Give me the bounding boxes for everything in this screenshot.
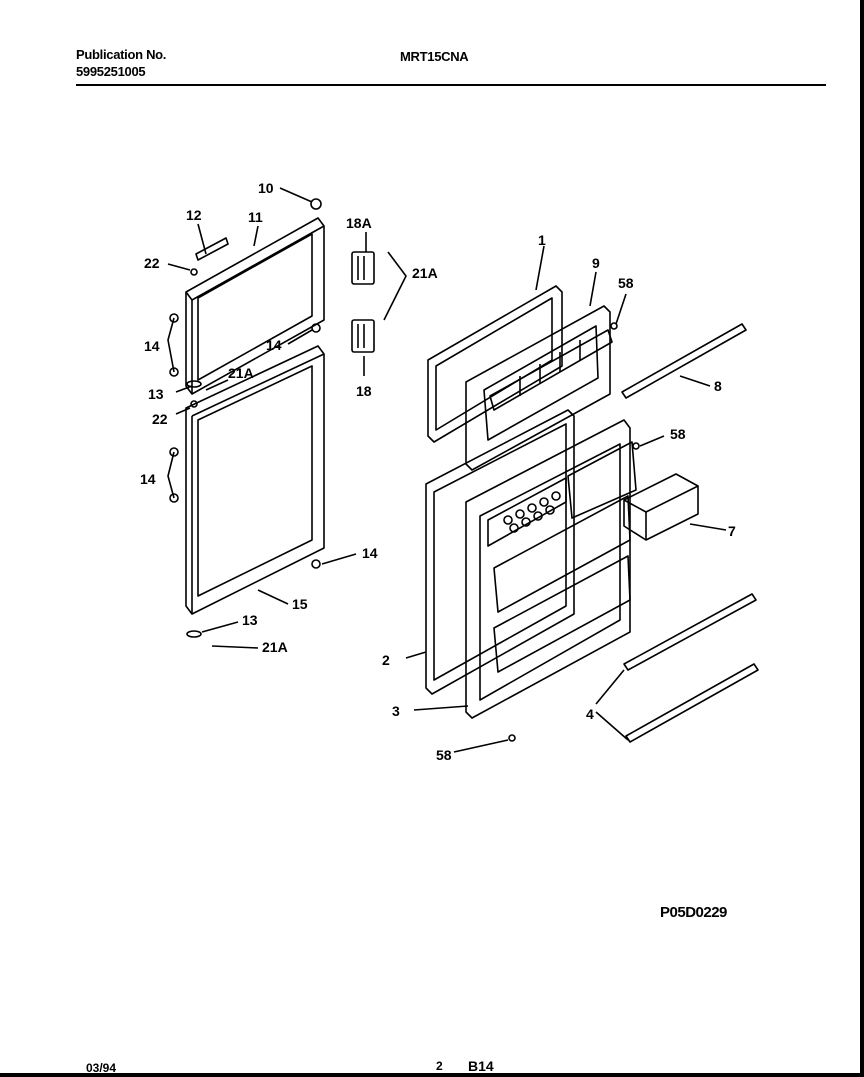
label-13-upper: 13 <box>148 386 164 402</box>
breaker-strip <box>195 237 229 261</box>
label-3: 3 <box>392 703 400 719</box>
label-18: 18 <box>356 383 372 399</box>
label-15: 15 <box>292 596 308 612</box>
cap-10 <box>310 198 322 210</box>
figure-code: P05D0229 <box>660 904 727 921</box>
shelf-front-7 <box>623 473 699 541</box>
label-1: 1 <box>538 232 546 248</box>
label-14-upper-left: 14 <box>144 338 160 354</box>
label-13-lower: 13 <box>242 612 258 628</box>
handle-part-18 <box>351 319 375 353</box>
lower-door-panel <box>465 419 637 719</box>
lower-gasket <box>425 409 575 695</box>
upper-gasket <box>427 285 563 443</box>
upper-door-liner <box>185 217 325 395</box>
lower-door-liner <box>185 345 325 615</box>
label-18a: 18A <box>346 215 372 231</box>
label-22-lower: 22 <box>152 411 168 427</box>
label-7: 7 <box>728 523 736 539</box>
footer-date: 03/94 <box>86 1061 117 1075</box>
trim-strip-4-lower <box>625 663 759 743</box>
footer-page: 2 <box>436 1059 443 1073</box>
label-21a-middle: 21A <box>228 365 254 381</box>
label-14-lower-right: 14 <box>362 545 378 561</box>
label-22-top: 22 <box>144 255 160 271</box>
header-rule <box>76 84 826 86</box>
label-14-upper-right: 14 <box>266 337 282 353</box>
handle-part-18a <box>351 251 375 285</box>
publication-label: Publication No. <box>76 47 167 62</box>
label-9: 9 <box>592 255 600 271</box>
label-4: 4 <box>586 706 594 722</box>
label-2: 2 <box>382 652 390 668</box>
label-14-lower-left: 14 <box>140 471 156 487</box>
footer-section: B14 <box>468 1058 494 1074</box>
label-58-middle: 58 <box>670 426 686 442</box>
publication-number: 5995251005 <box>76 64 146 79</box>
label-21a-bottom: 21A <box>262 639 288 655</box>
trim-strip-4-upper <box>623 593 757 671</box>
label-12: 12 <box>186 207 202 223</box>
label-58-bottom: 58 <box>436 747 452 763</box>
label-21a-top: 21A <box>412 265 438 281</box>
model-number: MRT15CNA <box>400 49 469 64</box>
label-10: 10 <box>258 180 274 196</box>
upper-door-panel <box>465 305 613 471</box>
label-58-top: 58 <box>618 275 634 291</box>
trim-strip-8 <box>621 323 747 399</box>
label-11: 11 <box>248 209 263 225</box>
label-8: 8 <box>714 378 722 394</box>
part-labels: 10 12 11 18A 22 21A 1 9 58 14 14 18 8 13… <box>140 180 736 763</box>
